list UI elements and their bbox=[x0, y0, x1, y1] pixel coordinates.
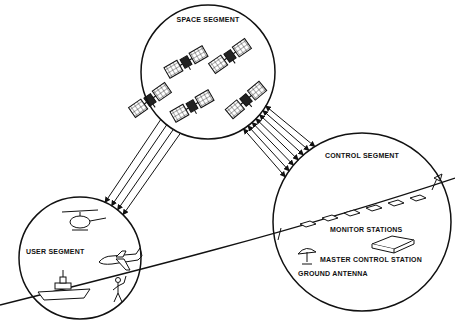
signal-link bbox=[244, 106, 315, 177]
segment-label: SPACE SEGMENT bbox=[177, 16, 240, 23]
signal-line bbox=[263, 111, 309, 151]
helicopter bbox=[62, 210, 106, 230]
segment-label: USER SEGMENT bbox=[26, 248, 84, 255]
monitor-stations bbox=[300, 195, 426, 227]
segment-circle: CONTROL SEGMENT bbox=[272, 132, 452, 312]
signal-line bbox=[112, 125, 167, 206]
station-label: MASTER CONTROL STATION bbox=[320, 256, 422, 263]
circle-outline bbox=[18, 196, 142, 320]
segment-circle: USER SEGMENT bbox=[18, 196, 142, 320]
signal-line bbox=[266, 106, 315, 147]
signal-line bbox=[252, 122, 293, 165]
segment-circle: SPACE SEGMENT bbox=[140, 4, 276, 140]
circle-outline bbox=[273, 133, 451, 311]
master-control-station bbox=[372, 236, 414, 253]
signal-line bbox=[248, 126, 289, 171]
signal-line bbox=[260, 115, 304, 155]
station-label: MONITOR STATIONS bbox=[330, 226, 402, 233]
circle-outline bbox=[141, 5, 275, 139]
horizon-line bbox=[0, 178, 455, 305]
ground-antenna bbox=[278, 228, 316, 264]
signal-link bbox=[105, 120, 180, 215]
signal-line bbox=[244, 129, 286, 177]
signal-line bbox=[256, 119, 298, 160]
signal-line bbox=[123, 133, 180, 215]
soldier bbox=[113, 276, 126, 302]
ship bbox=[38, 270, 90, 300]
segment-label: CONTROL SEGMENT bbox=[325, 152, 399, 159]
circle-outline bbox=[19, 197, 141, 319]
satellites bbox=[129, 38, 269, 124]
circle-outline bbox=[140, 4, 276, 140]
signal-line bbox=[105, 120, 161, 203]
airplane bbox=[99, 248, 142, 270]
station-label: GROUND ANTENNA bbox=[298, 270, 368, 277]
antenna-mast bbox=[432, 174, 442, 190]
circle-outline bbox=[272, 132, 452, 312]
